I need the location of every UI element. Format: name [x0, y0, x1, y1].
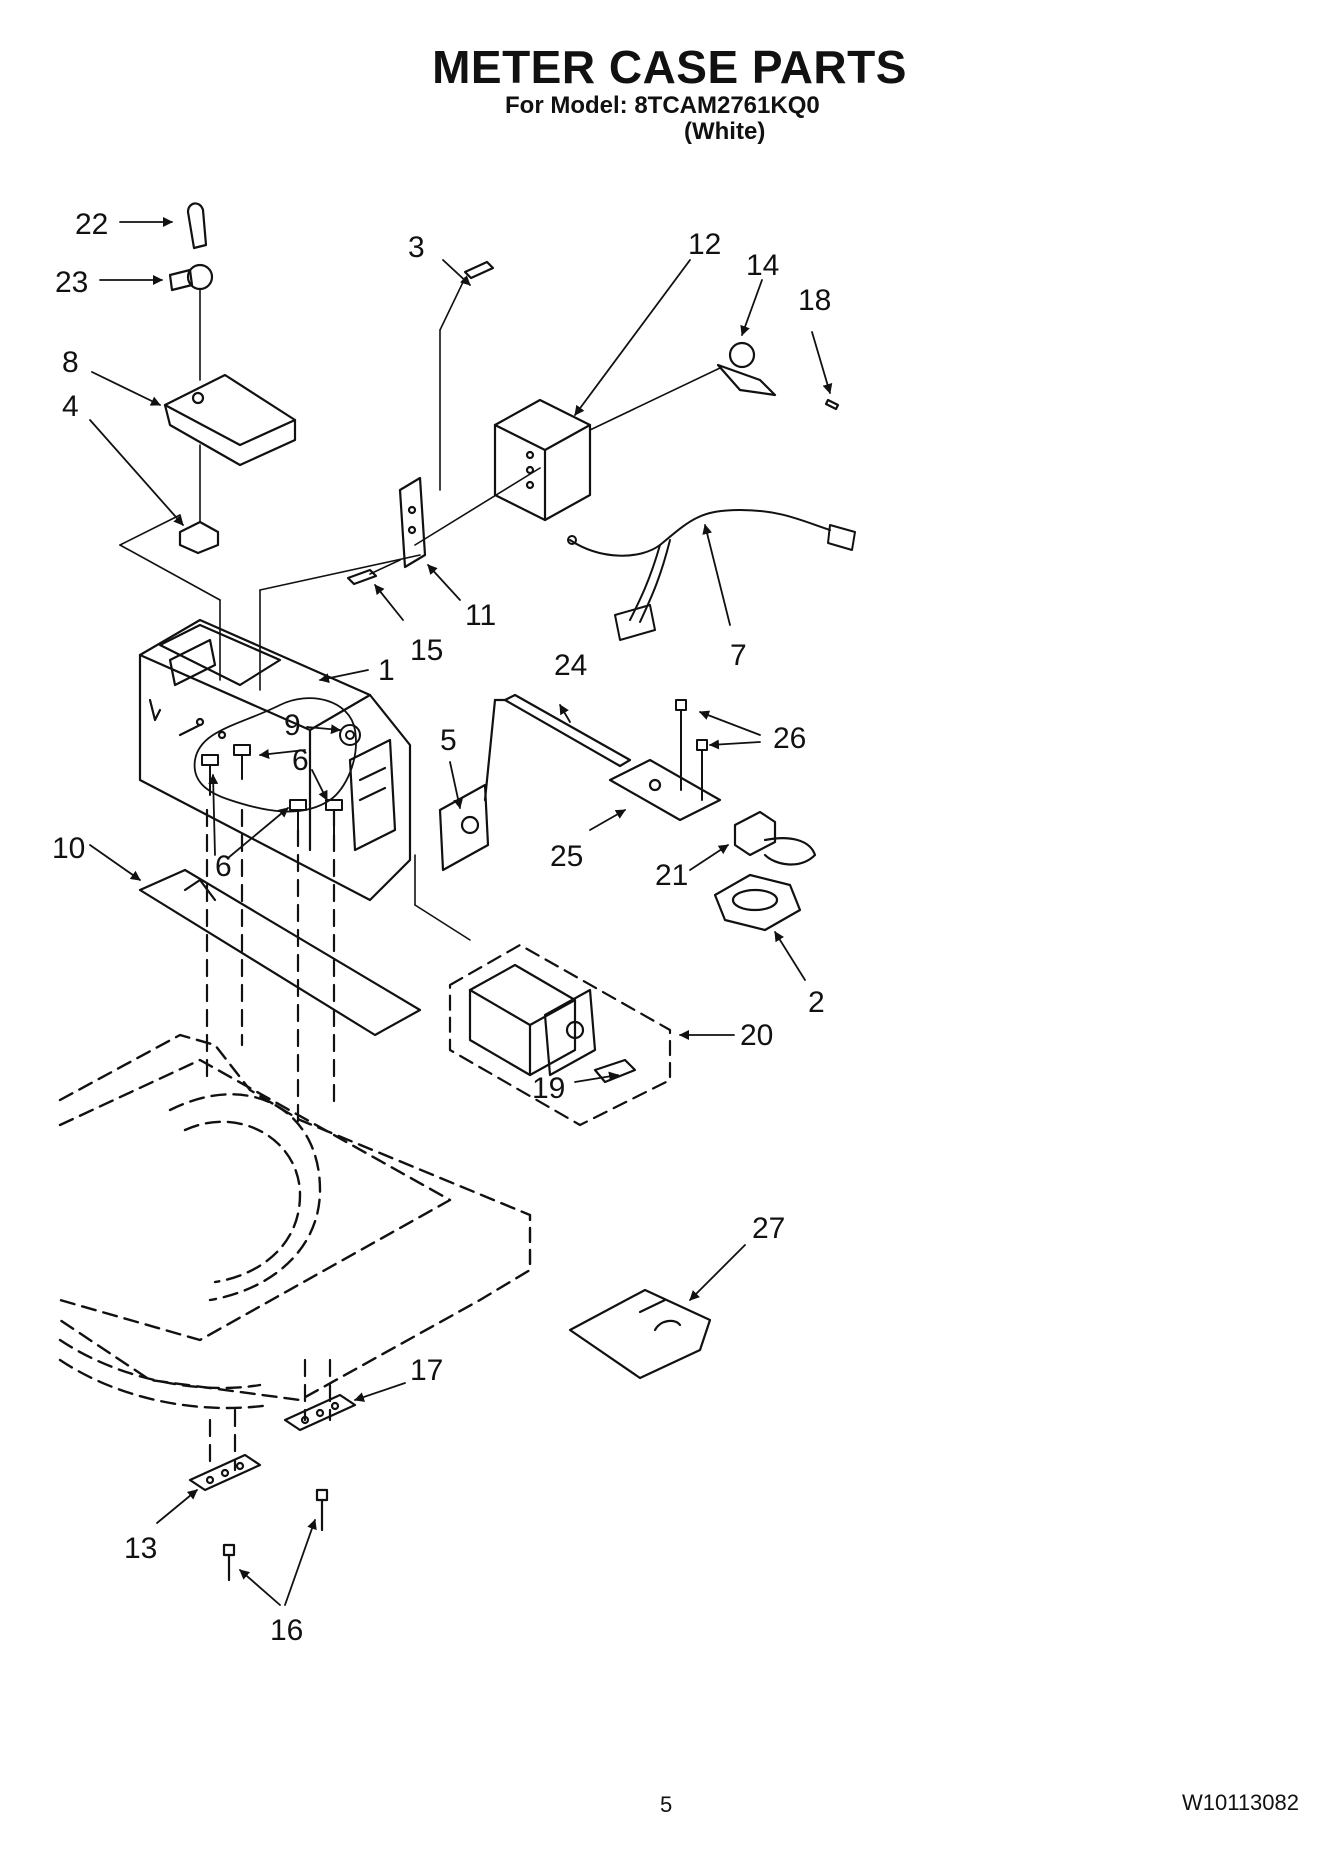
callout-18: 18 [798, 284, 831, 317]
strip-24 [493, 693, 632, 768]
callout-4: 4 [62, 390, 79, 423]
screw-path-lines [205, 808, 336, 1472]
callout-15: 15 [410, 634, 443, 667]
callout-22: 22 [75, 208, 108, 241]
callout-14: 14 [746, 249, 779, 282]
bracket-11 [398, 476, 427, 569]
callout-20: 20 [740, 1019, 773, 1052]
leader-arrows [89, 217, 833, 1606]
callout-25: 25 [550, 840, 583, 873]
callout-21: 21 [655, 859, 688, 892]
bracket-17 [283, 1393, 357, 1432]
callout-13: 13 [124, 1532, 157, 1565]
case-inner-panel [193, 697, 357, 813]
callout-7: 7 [730, 639, 747, 672]
callout-16: 16 [270, 1614, 303, 1647]
callout-10: 10 [52, 832, 85, 865]
nut-9 [339, 724, 361, 746]
page-title: METER CASE PARTS [432, 41, 907, 93]
callout-23: 23 [55, 266, 88, 299]
tray-27 [568, 1288, 712, 1380]
callout-9: 9 [284, 709, 301, 742]
screw-26-group [675, 699, 708, 801]
callout-labels: 22 23 8 4 3 12 14 18 11 15 7 1 9 6 6 5 2… [52, 208, 831, 1647]
bracket-25 [608, 758, 722, 822]
latch-4 [178, 444, 220, 555]
key-22 [186, 202, 208, 250]
callout-17: 17 [410, 1354, 443, 1387]
callout-11: 11 [465, 599, 496, 632]
plunger-19 [593, 1058, 637, 1084]
callout-5: 5 [440, 724, 457, 757]
callout-26: 26 [773, 722, 806, 755]
screw-16-group [222, 1488, 329, 1582]
model-line: For Model: 8TCAM2761KQ0 [505, 92, 820, 119]
callout-6-upper: 6 [292, 744, 309, 777]
callout-8: 8 [62, 346, 79, 379]
cup-2 [713, 873, 802, 932]
callout-2: 2 [808, 986, 825, 1019]
spring-18 [824, 398, 840, 411]
washer-top-outline [58, 1033, 532, 1410]
screw-15 [346, 559, 401, 586]
callout-6-lower: 6 [215, 850, 232, 883]
callout-3: 3 [408, 231, 425, 264]
page-number: 5 [660, 1792, 673, 1817]
gasket-10 [138, 868, 422, 1037]
plate-5 [438, 698, 497, 872]
solenoid-20 [468, 963, 597, 1077]
document-number: W10113082 [1181, 1790, 1299, 1815]
callout-24: 24 [554, 649, 587, 682]
callout-1: 1 [378, 654, 395, 687]
solenoid-assembly-20-outline [448, 943, 672, 1127]
control-box-12 [493, 398, 592, 522]
color-line: (White) [684, 118, 766, 145]
bracket-13 [188, 1453, 262, 1492]
callout-12: 12 [688, 228, 721, 261]
lever-21 [733, 810, 817, 866]
lock-23 [168, 263, 214, 381]
switch-14 [716, 341, 777, 397]
meter-case-body [138, 618, 412, 902]
callout-27: 27 [752, 1212, 785, 1245]
callout-19: 19 [532, 1072, 565, 1105]
cover-8 [163, 373, 297, 467]
wire-harness-7 [567, 509, 856, 641]
screw-3 [439, 260, 495, 491]
